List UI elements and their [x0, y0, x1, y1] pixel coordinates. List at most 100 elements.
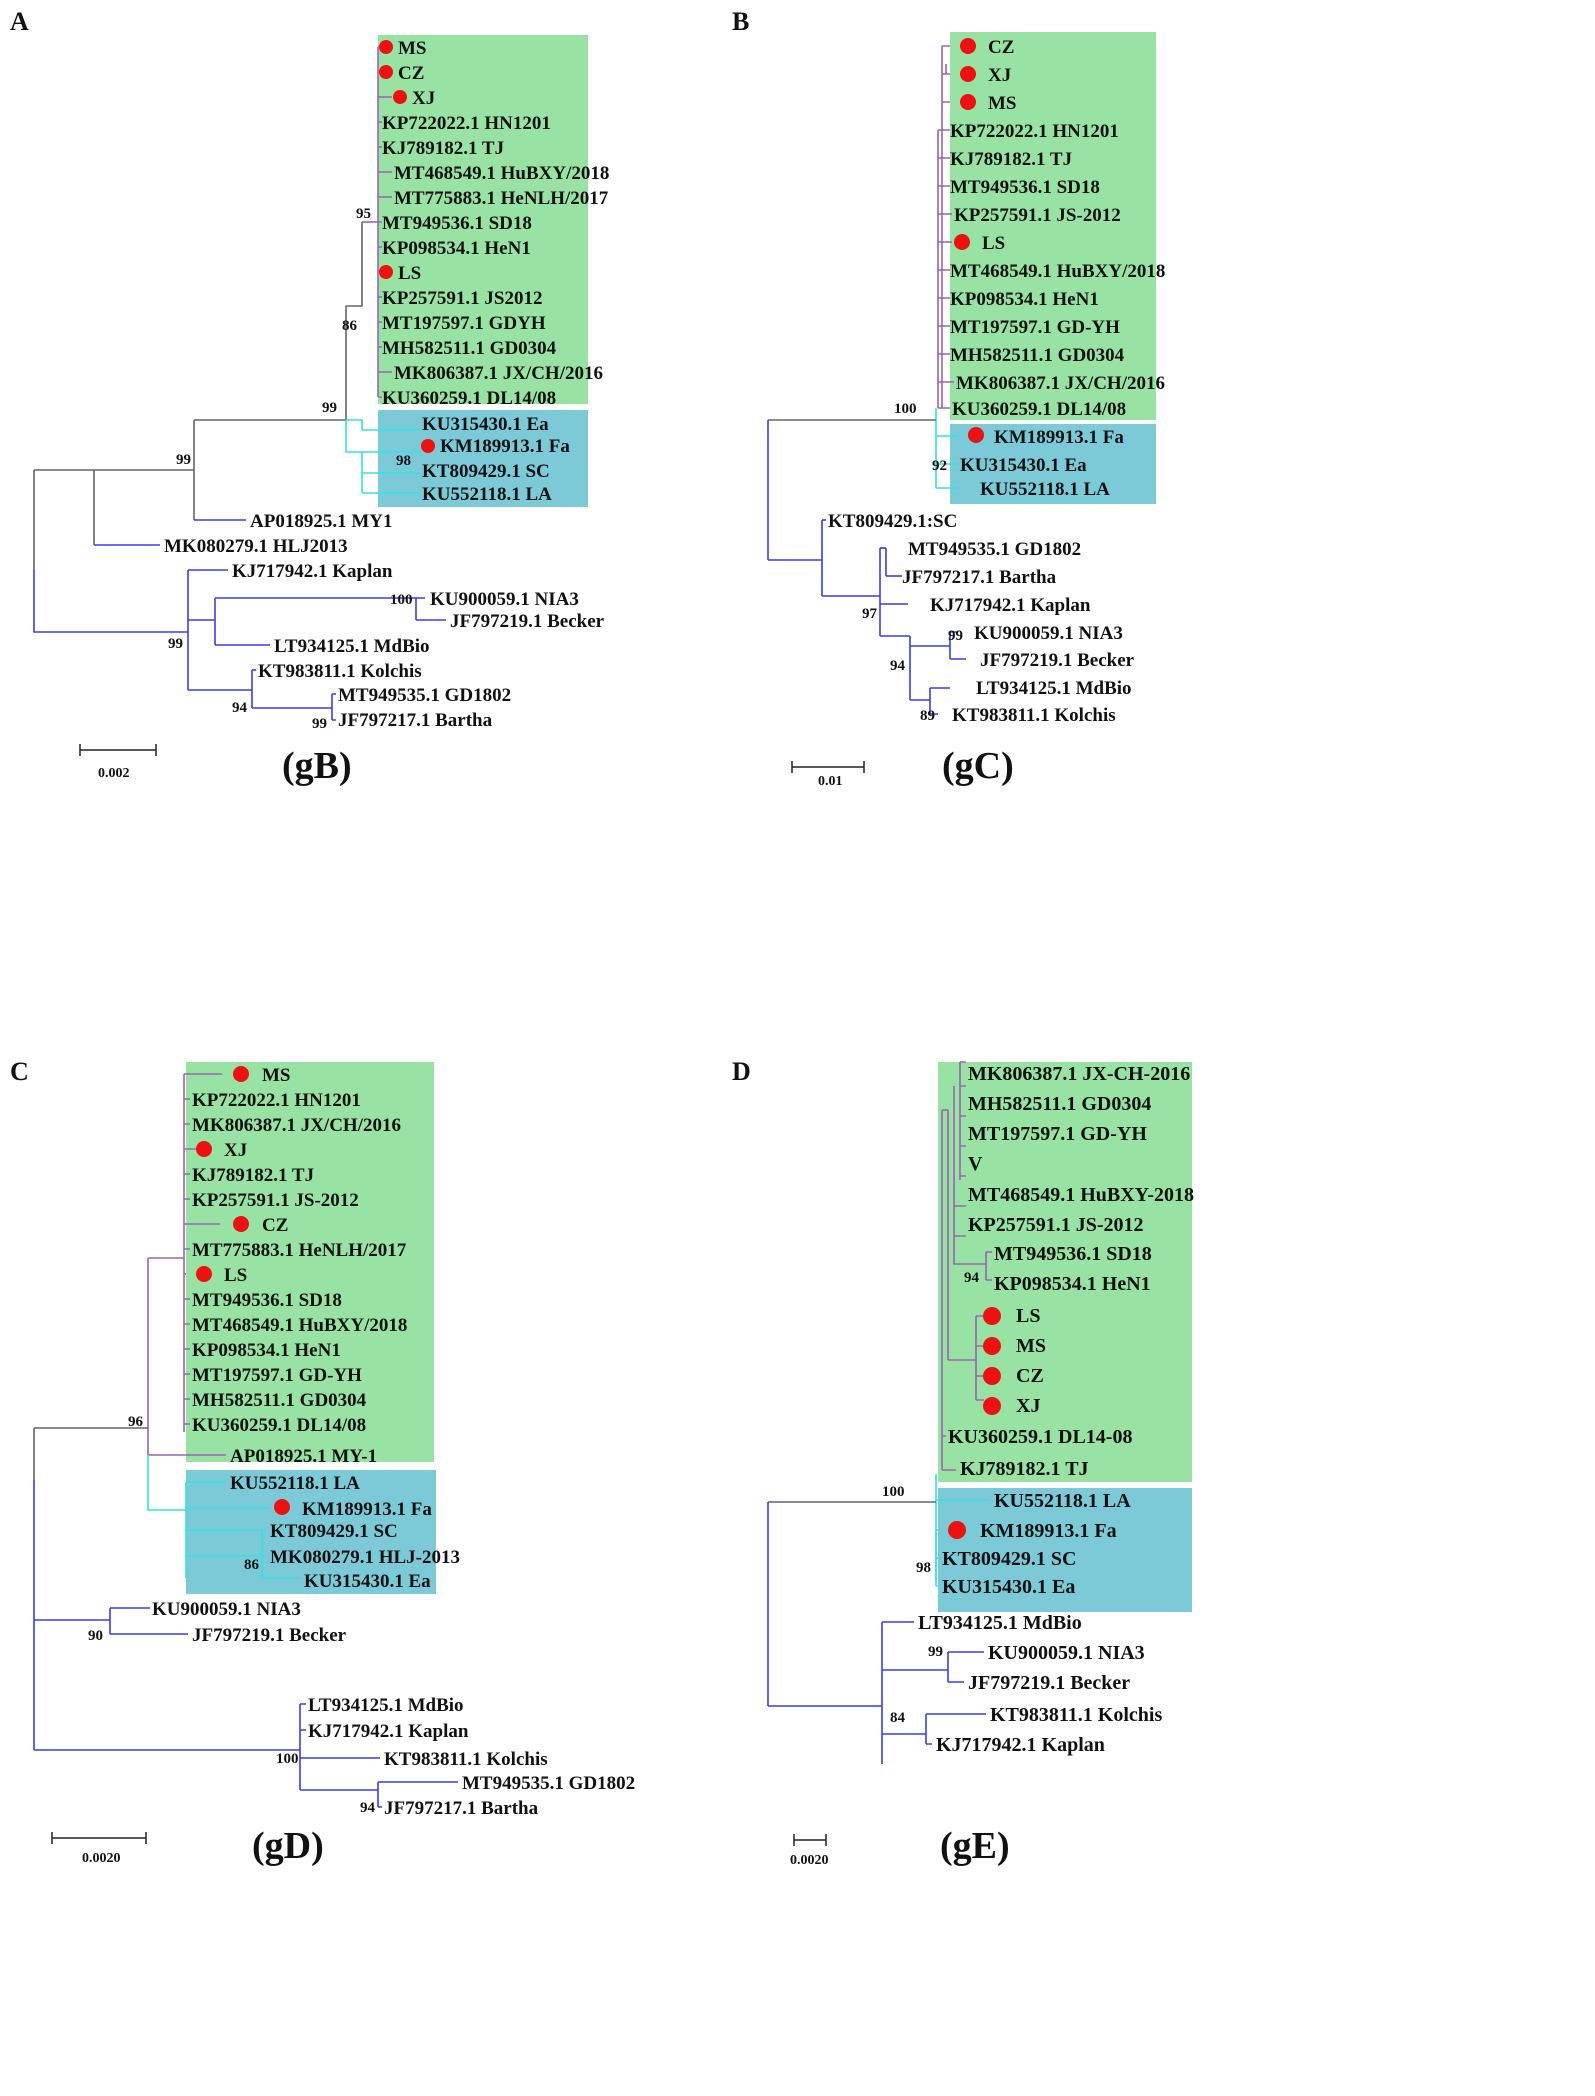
leaf-label: JF797217.1 Bartha	[902, 567, 1057, 588]
panel-letter: C	[10, 1057, 29, 1086]
gene-caption: (gC)	[942, 745, 1014, 787]
leaf-label: LT934125.1 MdBio	[976, 678, 1132, 699]
red-dot-icon	[983, 1367, 1001, 1385]
branch	[33, 570, 188, 633]
leaf-label: MK806387.1 JX-CH-2016	[968, 1063, 1190, 1085]
leaf-label: LS	[398, 263, 421, 284]
leaf-label: XJ	[1016, 1395, 1040, 1417]
leaf-label: AP018925.1 MY-1	[230, 1446, 377, 1467]
bootstrap-value: 84	[890, 1710, 906, 1726]
leaf-label: MK080279.1 HLJ-2013	[270, 1547, 460, 1568]
leaf-label: AP018925.1 MY1	[250, 511, 392, 532]
gene-caption: (gD)	[252, 1825, 324, 1867]
leaf-label: MT468549.1 HuBXY/2018	[950, 261, 1165, 282]
leaf-label: XJ	[412, 88, 435, 109]
leaf-label: MK806387.1 JX/CH/2016	[956, 373, 1165, 394]
leaf-label: XJ	[224, 1140, 247, 1161]
leaf-label: MK806387.1 JX/CH/2016	[192, 1115, 401, 1136]
leaf-label: MT775883.1 HeNLH/2017	[192, 1240, 407, 1261]
branch	[110, 1607, 188, 1635]
bootstrap-value: 100	[882, 1484, 905, 1500]
red-dot-icon	[379, 265, 393, 279]
branch	[300, 1703, 380, 1759]
leaf-label: XJ	[988, 65, 1011, 86]
bootstrap-value: 86	[342, 318, 358, 334]
bootstrap-value: 99	[322, 400, 337, 416]
branch	[346, 222, 363, 307]
red-dot-icon	[968, 427, 984, 443]
leaf-label: CZ	[398, 63, 424, 84]
leaf-label: MK080279.1 HLJ2013	[164, 536, 348, 557]
leaf-label: CZ	[1016, 1365, 1044, 1387]
tree-svg-a: A	[10, 7, 609, 787]
bootstrap-value: 96	[128, 1414, 144, 1430]
leaf-label: KP257591.1 JS2012	[382, 288, 542, 309]
leaf-label: KT809429.1:SC	[828, 511, 957, 532]
leaf-label: KU900059.1 NIA3	[430, 589, 579, 610]
leaf-label: LS	[1016, 1305, 1040, 1327]
bootstrap-value: 95	[356, 206, 371, 222]
leaf-label: MH582511.1 GD0304	[192, 1390, 367, 1411]
scale-label: 0.01	[818, 774, 843, 789]
bootstrap-value: 86	[244, 1557, 260, 1573]
leaf-label: KJ789182.1 TJ	[950, 149, 1072, 170]
leaf-label: LT934125.1 MdBio	[308, 1695, 464, 1716]
leaf-label: LS	[982, 233, 1005, 254]
leaf-label: KT983811.1 Kolchis	[384, 1749, 548, 1770]
leaf-label: KT983811.1 Kolchis	[952, 705, 1116, 726]
leaf-label: KJ789182.1 TJ	[192, 1165, 314, 1186]
red-dot-icon	[960, 38, 976, 54]
red-dot-icon	[233, 1066, 249, 1082]
leaf-label: MK806387.1 JX/CH/2016	[394, 363, 603, 384]
red-dot-icon	[983, 1397, 1001, 1415]
bootstrap-value: 98	[396, 453, 411, 469]
scale-label: 0.0020	[82, 1851, 121, 1866]
leaf-label: MT949535.1 GD1802	[908, 539, 1081, 560]
leaf-label: KJ717942.1 Kaplan	[308, 1721, 469, 1742]
leaf-label: CZ	[988, 37, 1014, 58]
branch	[986, 1251, 992, 1281]
clade-box-blue	[938, 1488, 1192, 1612]
scale-bar: 0.01	[791, 761, 865, 789]
leaf-label: KP098534.1 HeN1	[950, 289, 1099, 310]
panel-b-gc-tree: B	[732, 0, 1595, 1050]
leaf-label: MT949536.1 SD18	[994, 1243, 1152, 1265]
leaf-label: KU315430.1 Ea	[960, 455, 1087, 476]
leaf-label: LT934125.1 MdBio	[918, 1612, 1082, 1634]
branch	[186, 1529, 300, 1579]
bootstrap-value: 97	[862, 606, 878, 622]
leaf-label: KP098534.1 HeN1	[382, 238, 531, 259]
leaf-label: KJ717942.1 Kaplan	[936, 1734, 1105, 1756]
leaf-label: V	[968, 1153, 983, 1175]
leaf-label: KP098534.1 HeN1	[192, 1340, 341, 1361]
red-dot-icon	[983, 1337, 1001, 1355]
clade-box-green	[186, 1062, 434, 1462]
bootstrap-value: 99	[176, 452, 191, 468]
branch	[362, 451, 420, 494]
bootstrap-value: 90	[88, 1628, 103, 1644]
panel-a-gb-tree: A	[0, 0, 790, 1050]
leaf-label: KP722022.1 HN1201	[382, 113, 551, 134]
bootstrap-value: 100	[276, 1751, 299, 1767]
leaf-label: JF797219.1 Becker	[968, 1672, 1130, 1694]
leaf-label: MT468549.1 HuBXY-2018	[968, 1184, 1194, 1206]
red-dot-icon	[960, 66, 976, 82]
leaf-label: MS	[262, 1065, 291, 1086]
bootstrap-value: 92	[932, 458, 947, 474]
branch	[960, 1061, 966, 1177]
leaf-label: LS	[224, 1265, 247, 1286]
leaf-label: KU360259.1 DL14/08	[382, 388, 556, 409]
leaf-label: KU360259.1 DL14/08	[192, 1415, 366, 1436]
leaf-label: MT775883.1 HeNLH/2017	[394, 188, 609, 209]
leaf-label: KP722022.1 HN1201	[950, 121, 1119, 142]
leaf-label: KU552118.1 LA	[230, 1473, 360, 1494]
leaf-label: MT197597.1 GDYH	[382, 313, 546, 334]
branch	[942, 1435, 956, 1471]
clade-box-green	[938, 1062, 1192, 1482]
clade-box-blue	[950, 424, 1156, 504]
red-dot-icon	[960, 94, 976, 110]
red-dot-icon	[233, 1216, 249, 1232]
bootstrap-value: 99	[948, 628, 963, 644]
leaf-label: MS	[988, 93, 1017, 114]
branch	[378, 1781, 458, 1808]
